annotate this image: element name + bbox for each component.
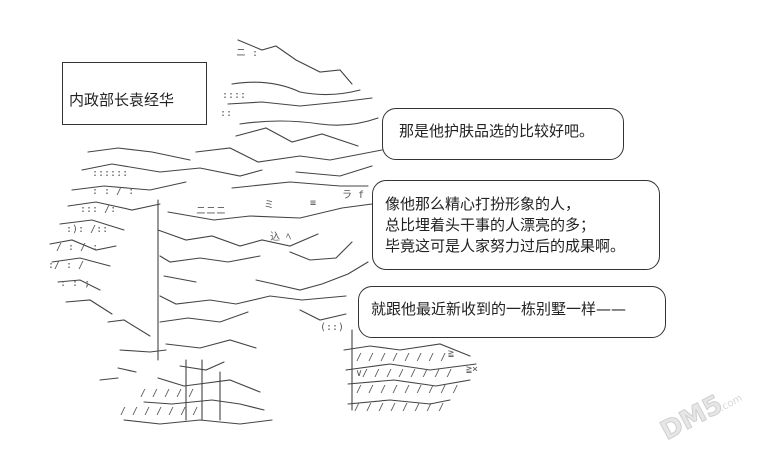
svg-text:: : ;: : : ;	[60, 278, 90, 289]
svg-text:ニニニ: ニニニ	[196, 206, 226, 217]
svg-text:DM5: DM5	[656, 389, 728, 442]
svg-text:≧: ≧	[448, 348, 454, 359]
svg-text::): /::: :): /::	[66, 224, 108, 235]
speech-line: 像他那么精心打扮形象的人，	[385, 195, 581, 213]
svg-text:.com: .com	[718, 393, 745, 414]
speech-line: 就跟他最近新收到的一栋别墅一样——	[371, 300, 627, 318]
speech-bubble-1: 那是他护肤品选的比较好吧。	[382, 108, 624, 160]
svg-text::/ : /: :/ : /	[48, 260, 84, 271]
svg-text:/ / / / / / / /: / / / / / / / /	[356, 352, 446, 363]
watermark-logo: DM5 .com	[655, 389, 745, 442]
svg-text:/ : / :: / : / :	[56, 242, 98, 253]
speech-line: 总比埋着头干事的人漂亮的多；	[385, 216, 596, 234]
svg-text:ラ f: ラ f	[342, 189, 364, 201]
speech-line: 那是他护肤品选的比较好吧。	[399, 122, 595, 140]
svg-text:::: /:: ::: /:	[80, 204, 116, 215]
svg-text:ニ :: ニ :	[236, 48, 258, 59]
svg-text:ミ: ミ	[264, 200, 274, 211]
svg-text:::: ::	[220, 108, 232, 119]
svg-text:∨/ / / / / / / /: ∨/ / / / / / / /	[356, 368, 452, 379]
svg-text:≧×: ≧×	[466, 364, 478, 375]
svg-text:::::::: ::::::	[92, 168, 128, 179]
svg-text:: : / :: : : / :	[92, 186, 134, 197]
svg-text:≡: ≡	[310, 198, 316, 209]
svg-text:::::: ::::	[222, 90, 246, 101]
svg-text:込 ﾍ: 込 ﾍ	[270, 231, 291, 243]
svg-text:/ / / / / / / /: / / / / / / / /	[354, 402, 444, 413]
svg-text:/ / / / / / /: / / / / / / /	[120, 406, 198, 417]
svg-text:/ / / / / / / / /: / / / / / / / / /	[356, 384, 458, 395]
speech-bubble-2: 像他那么精心打扮形象的人， 总比埋着头干事的人漂亮的多； 毕竟这可是人家努力过后…	[372, 180, 660, 270]
svg-text:(::): (::)	[320, 322, 344, 333]
nameplate-label: 内政部长袁经华	[69, 91, 175, 109]
speech-bubble-3: 就跟他最近新收到的一栋别墅一样——	[358, 286, 666, 338]
nameplate: 内政部长袁经华	[62, 62, 207, 125]
svg-text:/ / / / /: / / / / /	[140, 388, 194, 399]
speech-line: 毕竟这可是人家努力过后的成果啊。	[385, 237, 626, 255]
